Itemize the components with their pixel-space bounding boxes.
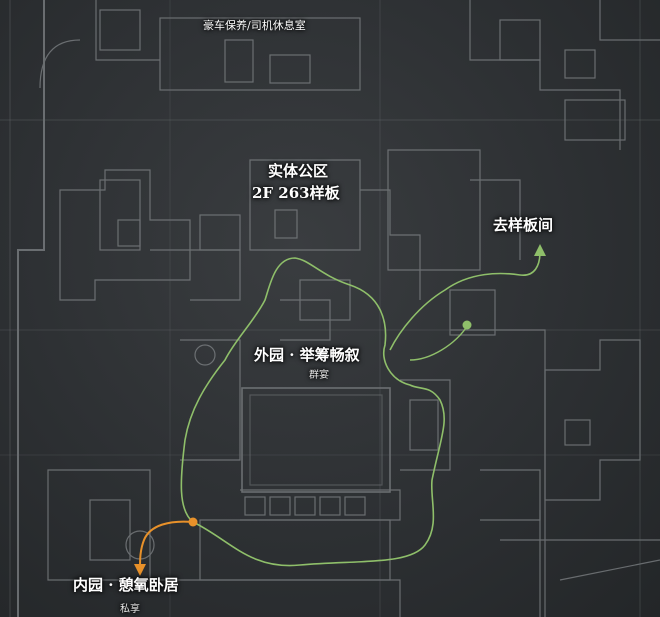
green-route-node: [462, 320, 472, 330]
showroom-label: 去样板间: [493, 216, 554, 234]
outer-garden-sub-label: 群宴: [309, 370, 329, 381]
green-route-path: [180, 257, 445, 567]
inner-garden-sub-label: 私享: [120, 604, 140, 615]
office-sub-label: 2F 263样板: [252, 184, 340, 202]
office-label: 实体公区: [268, 162, 329, 180]
inner-garden-label: 内园 · 憩氧卧居: [73, 576, 179, 594]
outer-garden-label: 外园 · 举筹畅叙: [254, 346, 360, 364]
garage-label: 豪车保养/司机休息室: [203, 19, 306, 32]
green-route-branch: [389, 251, 541, 351]
orange-route-path: [139, 520, 194, 569]
green-route-to-node: [409, 324, 469, 361]
orange-route-node: [188, 517, 198, 527]
orange-route-arrowhead: [134, 564, 146, 576]
green-route-arrowhead: [534, 244, 546, 256]
